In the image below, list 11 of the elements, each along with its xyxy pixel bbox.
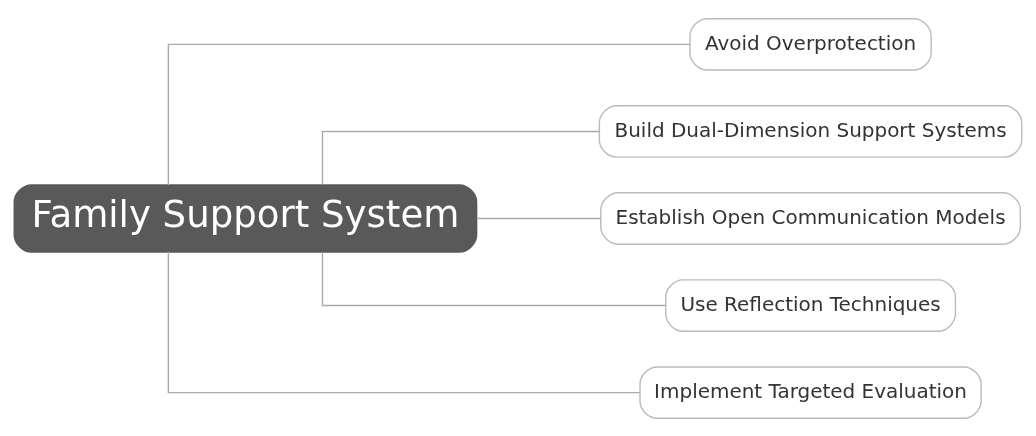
connector [321,130,601,185]
node-box: Avoid Overprotection [689,17,932,71]
node-box: Use Reflection Techniques [665,278,957,332]
connector [321,251,667,306]
node-box: Establish Open Communication Models [600,191,1022,245]
node-box: Family Support System [13,183,478,253]
node-box: Implement Targeted Evaluation [639,365,982,419]
connector [167,250,641,393]
node-box: Build Dual-Dimension Support Systems [598,104,1023,158]
connector [167,43,691,186]
connector [476,217,602,219]
